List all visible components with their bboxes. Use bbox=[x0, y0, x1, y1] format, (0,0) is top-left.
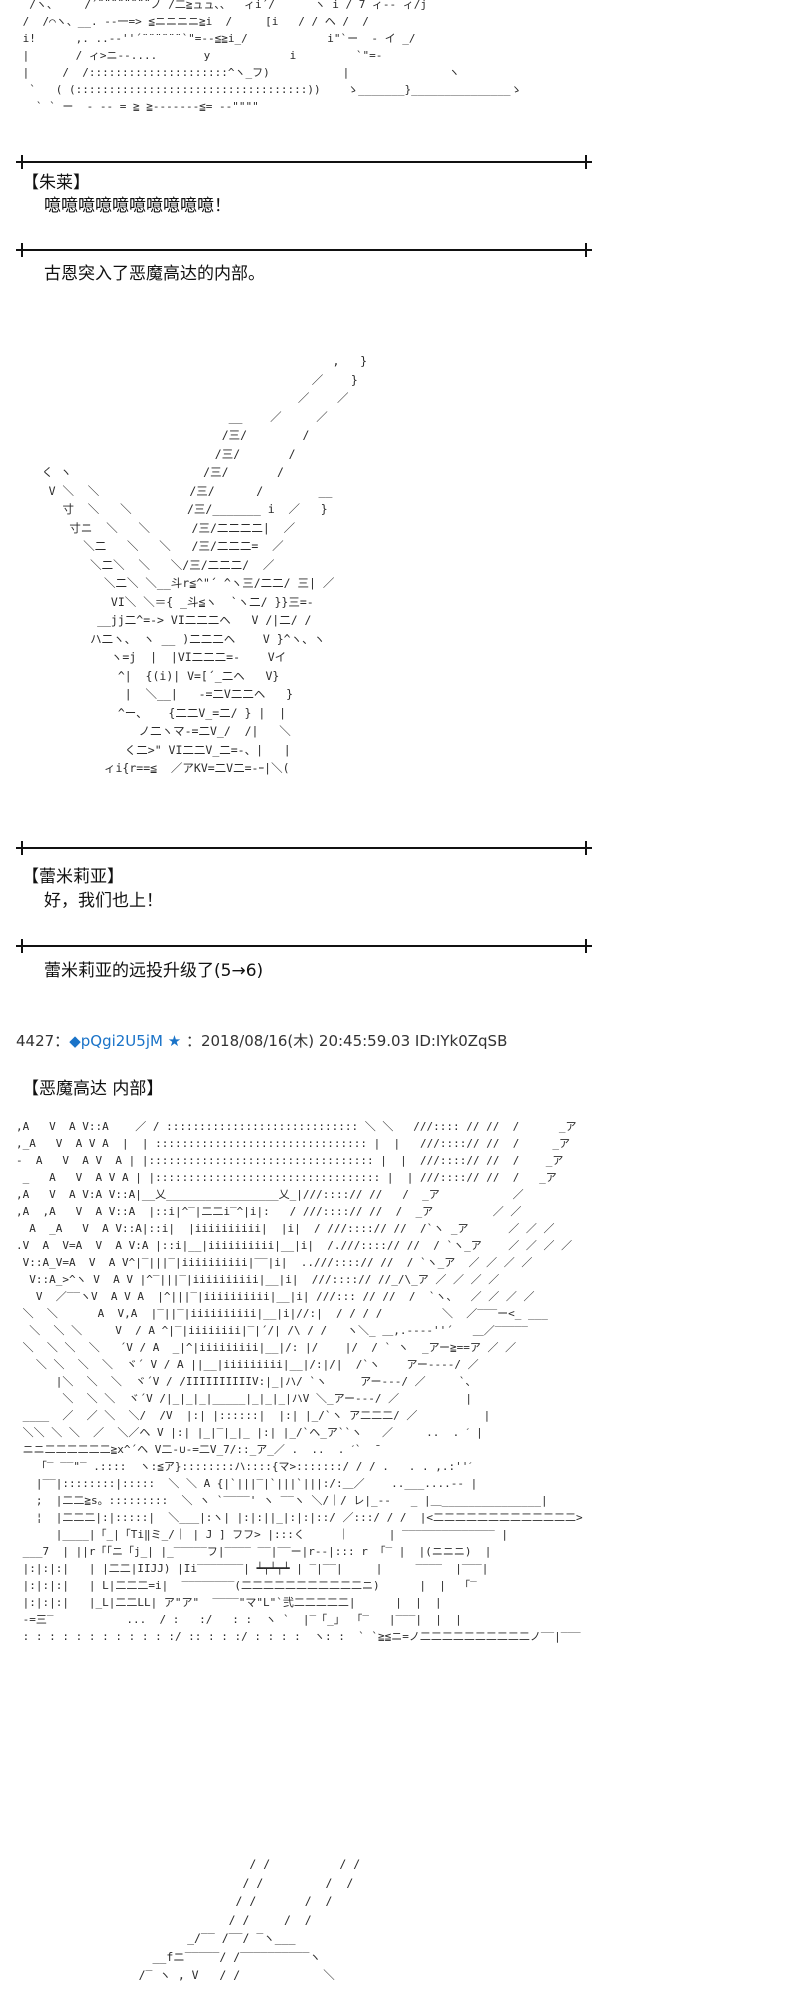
post-id: ID:IYk0ZqSB bbox=[414, 1032, 508, 1050]
divider bbox=[16, 841, 592, 855]
dialog-text: 噫噫噫噫噫噫噫噫噫噫！ bbox=[44, 196, 231, 216]
ascii-art-top: /ヽ、 /´¨¨¨¨¨¨¨¨ノ /二≧ュュ、、 ィi´/ ヽ i / 7 ィ--… bbox=[22, 0, 522, 113]
diamond-icon: ◆ bbox=[69, 1032, 81, 1050]
tripcode-link[interactable]: pQgi2U5jM bbox=[80, 1032, 163, 1050]
post-datetime: 2018/08/16(木) 20:45:59.03 bbox=[200, 1032, 411, 1050]
speaker-label: 【蕾米莉亚】 bbox=[22, 867, 124, 887]
divider bbox=[16, 155, 592, 169]
divider bbox=[16, 939, 592, 953]
narration-text: 古恩突入了恶魔高达的内部。 bbox=[44, 264, 265, 284]
dialog-text: 好，我们也上！ bbox=[44, 891, 163, 911]
ascii-art-gundam: , } ／ } ／ ／ __ ／ ／ /三/ / bbox=[41, 354, 368, 775]
divider bbox=[16, 243, 592, 257]
post-number: 4427： bbox=[16, 1032, 70, 1050]
narration-text: 蕾米莉亚的远投升级了(5→6) bbox=[44, 961, 264, 981]
post-separator: ： bbox=[185, 1032, 201, 1050]
location-label: 【恶魔高达 内部】 bbox=[22, 1079, 164, 1099]
star-icon: ★ bbox=[167, 1032, 182, 1050]
ascii-art-interior: ,A V A V::A ／ / ::::::::::::::::::::::::… bbox=[16, 1120, 583, 1643]
post-header: 4427：◆pQgi2U5jM ★ ：2018/08/16(木) 20:45:5… bbox=[16, 1030, 507, 1052]
ascii-art-bottom: / / / / / / / / / / / / / / / / _/‾‾ /‾‾… bbox=[138, 1857, 361, 1982]
speaker-label: 【朱莱】 bbox=[22, 173, 90, 193]
